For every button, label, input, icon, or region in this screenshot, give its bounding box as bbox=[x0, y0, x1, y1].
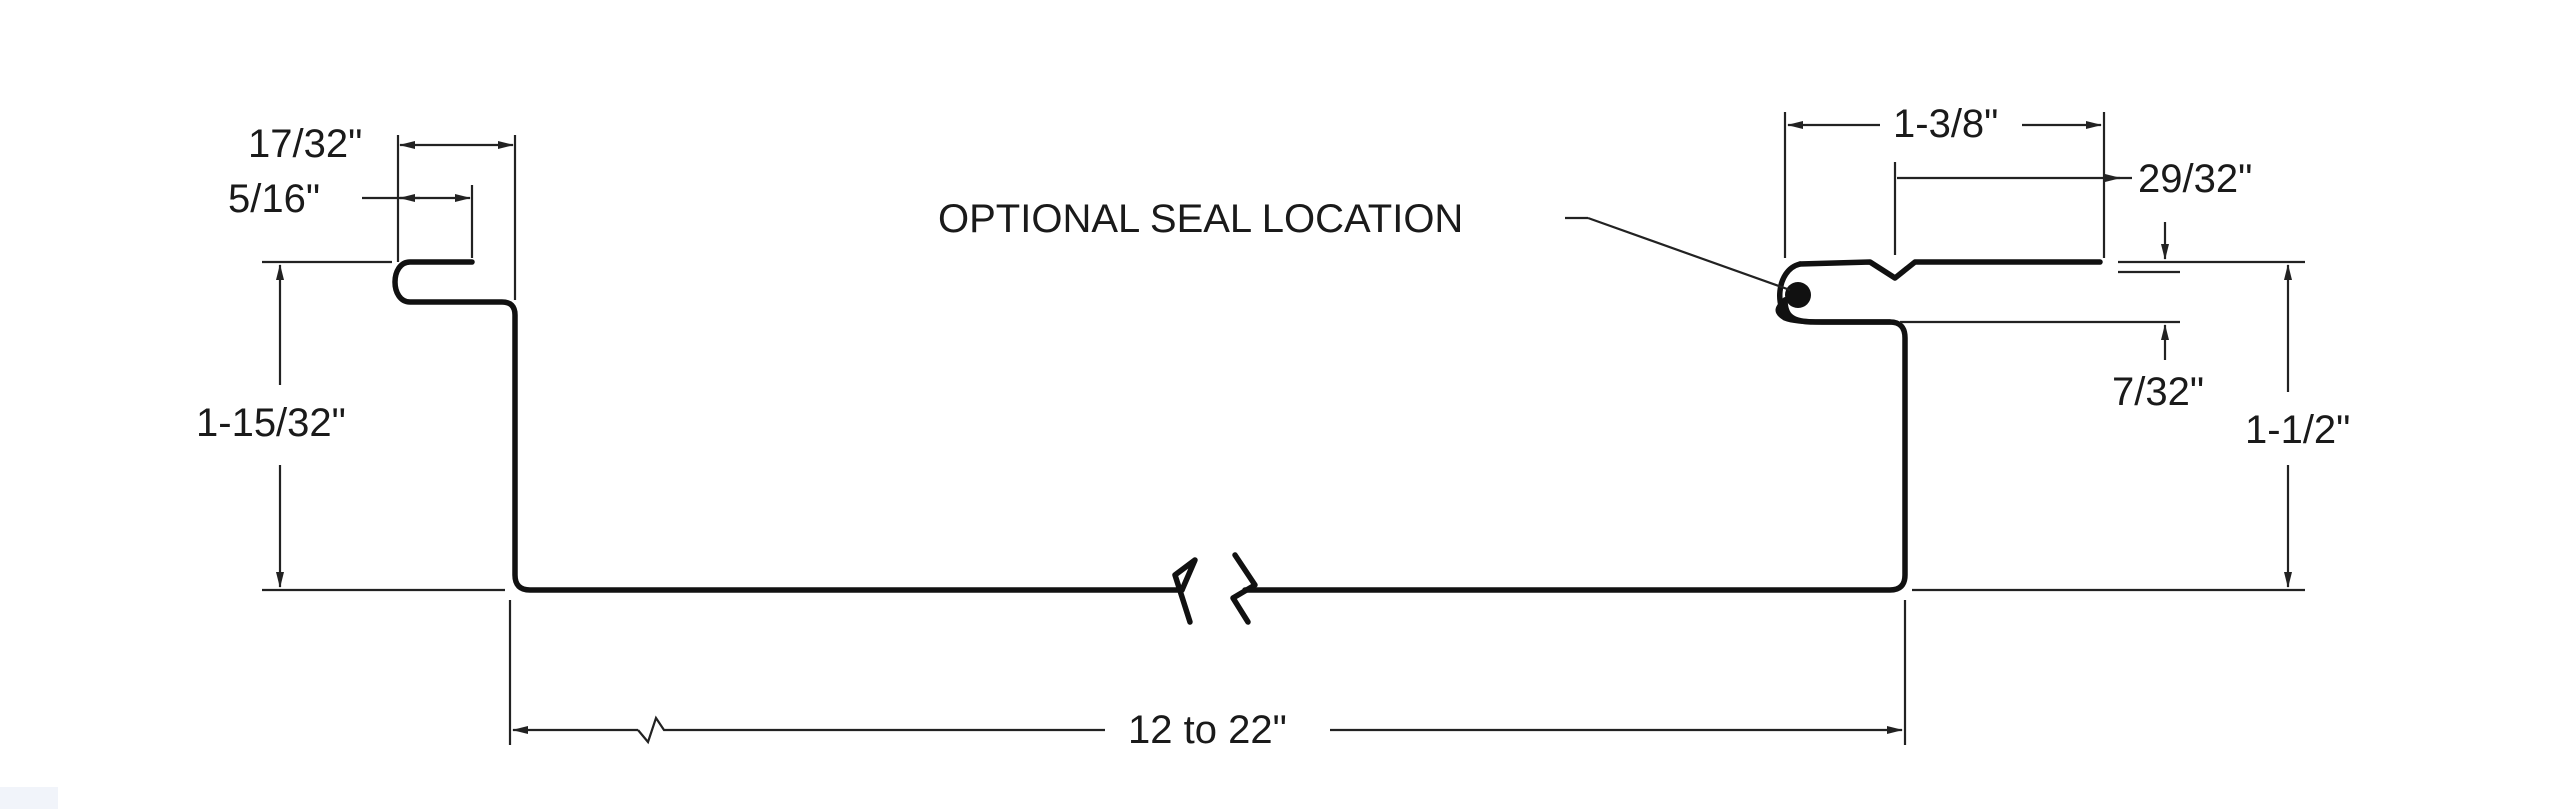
label-right-lip-width: 1-3/8" bbox=[1893, 102, 1998, 146]
dim-line-pan-width-break bbox=[637, 715, 1105, 745]
seal-leader-line bbox=[1587, 216, 1791, 292]
break-symbol-left bbox=[1172, 557, 1198, 625]
label-right-gap: 7/32" bbox=[2112, 370, 2204, 414]
label-right-lip-inner: 29/32" bbox=[2138, 157, 2252, 201]
label-right-height: 1-1/2" bbox=[2245, 408, 2350, 452]
seal-dot bbox=[1785, 282, 1811, 308]
label-seal-callout: OPTIONAL SEAL LOCATION bbox=[938, 197, 1463, 241]
label-pan-width: 12 to 22" bbox=[1128, 708, 1287, 752]
right-hem-curl bbox=[1777, 261, 1803, 321]
panel-profile-left bbox=[392, 259, 1185, 593]
panel-profile-right bbox=[1242, 297, 1908, 593]
corner-mark bbox=[0, 787, 58, 809]
label-left-hem-width: 5/16" bbox=[228, 177, 320, 221]
label-left-flange-width: 17/32" bbox=[248, 122, 362, 166]
label-left-height: 1-15/32" bbox=[196, 401, 346, 445]
right-lip-upper bbox=[1797, 259, 2103, 281]
right-hem-lower bbox=[1782, 297, 1893, 325]
